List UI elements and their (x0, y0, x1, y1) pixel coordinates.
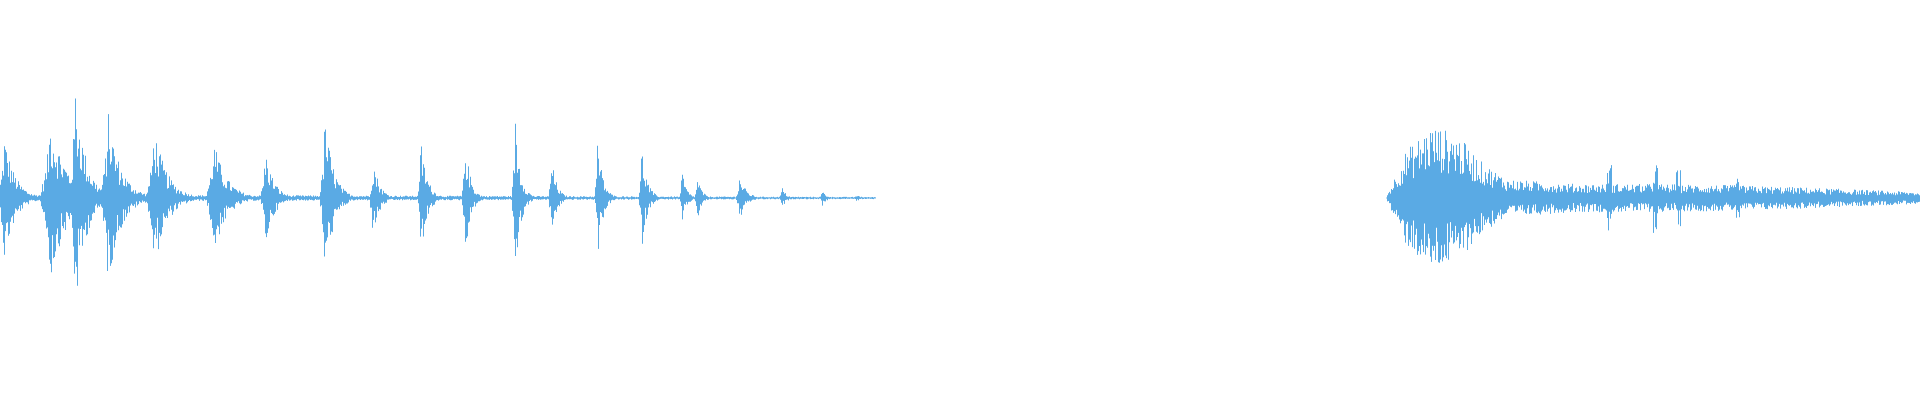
waveform-samples (0, 98, 1920, 286)
waveform-path (0, 98, 1920, 286)
